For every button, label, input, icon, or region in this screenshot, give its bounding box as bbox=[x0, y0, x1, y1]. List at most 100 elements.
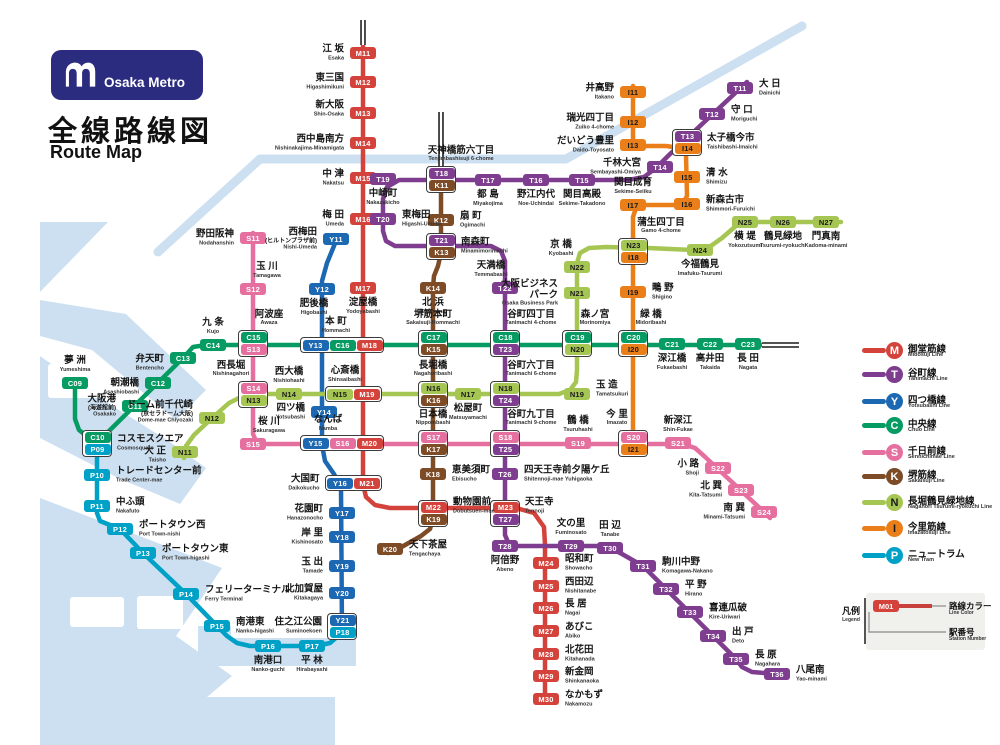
station-badge-M14[interactable]: M14 bbox=[350, 137, 376, 149]
station-badge-K12[interactable]: K12 bbox=[428, 214, 454, 226]
station-badge-N16[interactable]: N16 bbox=[420, 383, 447, 394]
station-badge-M23[interactable]: M23 bbox=[492, 502, 519, 513]
station-badge-C12[interactable]: C12 bbox=[145, 377, 171, 389]
station-badge-M24[interactable]: M24 bbox=[533, 557, 559, 569]
station-badge-N13[interactable]: N13 bbox=[240, 395, 267, 406]
station-badge-N25[interactable]: N25 bbox=[732, 216, 758, 228]
station-badge-N15[interactable]: N15 bbox=[327, 388, 353, 400]
station-badge-Y16[interactable]: Y16 bbox=[327, 477, 353, 489]
station-badge-C09[interactable]: C09 bbox=[62, 377, 88, 389]
station-badge-K11[interactable]: K11 bbox=[428, 180, 455, 191]
station-badge-T32[interactable]: T32 bbox=[653, 583, 679, 595]
station-badge-C15[interactable]: C15 bbox=[240, 332, 267, 343]
station-badge-N19[interactable]: N19 bbox=[564, 388, 590, 400]
station-badge-T34[interactable]: T34 bbox=[700, 630, 726, 642]
station-badge-T11[interactable]: T11 bbox=[727, 82, 753, 94]
station-badge-Y13[interactable]: Y13 bbox=[302, 339, 329, 351]
station-badge-S18[interactable]: S18 bbox=[492, 432, 519, 443]
station-badge-K14[interactable]: K14 bbox=[420, 282, 446, 294]
station-badge-I13[interactable]: I13 bbox=[620, 139, 646, 151]
station-badge-M17[interactable]: M17 bbox=[350, 282, 376, 294]
station-badge-M26[interactable]: M26 bbox=[533, 602, 559, 614]
station-badge-Y17[interactable]: Y17 bbox=[329, 507, 355, 519]
station-badge-N23[interactable]: N23 bbox=[620, 240, 647, 251]
station-badge-C14[interactable]: C14 bbox=[200, 339, 226, 351]
station-badge-P09[interactable]: P09 bbox=[84, 444, 111, 455]
station-badge-I17[interactable]: I17 bbox=[620, 199, 646, 211]
station-badge-Y11[interactable]: Y11 bbox=[323, 233, 349, 245]
station-badge-S21[interactable]: S21 bbox=[665, 437, 691, 449]
station-badge-T15[interactable]: T15 bbox=[569, 174, 595, 186]
station-badge-P17[interactable]: P17 bbox=[299, 640, 325, 652]
station-badge-S17[interactable]: S17 bbox=[420, 432, 447, 443]
station-badge-N17[interactable]: N17 bbox=[455, 388, 481, 400]
station-badge-M13[interactable]: M13 bbox=[350, 107, 376, 119]
station-badge-T31[interactable]: T31 bbox=[630, 560, 656, 572]
station-badge-M16[interactable]: M16 bbox=[350, 213, 376, 225]
station-badge-K15[interactable]: K15 bbox=[420, 344, 447, 355]
station-badge-K18[interactable]: K18 bbox=[420, 468, 446, 480]
station-badge-M25[interactable]: M25 bbox=[533, 580, 559, 592]
station-badge-Y12[interactable]: Y12 bbox=[309, 283, 335, 295]
station-badge-T35[interactable]: T35 bbox=[723, 653, 749, 665]
station-badge-T33[interactable]: T33 bbox=[677, 606, 703, 618]
station-badge-M21[interactable]: M21 bbox=[354, 477, 380, 489]
station-badge-T26[interactable]: T26 bbox=[492, 468, 518, 480]
station-badge-T30[interactable]: T30 bbox=[597, 542, 623, 554]
station-badge-P16[interactable]: P16 bbox=[255, 640, 281, 652]
station-badge-T17[interactable]: T17 bbox=[475, 174, 501, 186]
station-badge-P13[interactable]: P13 bbox=[130, 547, 156, 559]
station-badge-P18[interactable]: P18 bbox=[329, 627, 356, 638]
station-badge-S16[interactable]: S16 bbox=[329, 437, 356, 449]
station-badge-M29[interactable]: M29 bbox=[533, 670, 559, 682]
station-badge-M11[interactable]: M11 bbox=[350, 47, 376, 59]
station-badge-Y15[interactable]: Y15 bbox=[302, 437, 329, 449]
station-badge-Y18[interactable]: Y18 bbox=[329, 531, 355, 543]
station-badge-T27[interactable]: T27 bbox=[492, 514, 519, 525]
station-badge-T13[interactable]: T13 bbox=[674, 131, 701, 142]
station-badge-I21[interactable]: I21 bbox=[620, 444, 647, 455]
station-badge-M30[interactable]: M30 bbox=[533, 693, 559, 705]
station-badge-T21[interactable]: T21 bbox=[428, 235, 455, 246]
station-badge-C18[interactable]: C18 bbox=[492, 332, 519, 343]
station-badge-Y21[interactable]: Y21 bbox=[329, 615, 356, 626]
station-badge-N27[interactable]: N27 bbox=[813, 216, 839, 228]
station-badge-T19[interactable]: T19 bbox=[370, 173, 396, 185]
station-badge-I20[interactable]: I20 bbox=[620, 344, 647, 355]
station-badge-T16[interactable]: T16 bbox=[523, 174, 549, 186]
station-badge-M18[interactable]: M18 bbox=[356, 339, 383, 351]
station-badge-I19[interactable]: I19 bbox=[620, 286, 646, 298]
station-badge-N24[interactable]: N24 bbox=[687, 244, 713, 256]
station-badge-S23[interactable]: S23 bbox=[728, 484, 754, 496]
station-badge-C22[interactable]: C22 bbox=[697, 338, 723, 350]
station-badge-P11[interactable]: P11 bbox=[84, 500, 110, 512]
station-badge-S24[interactable]: S24 bbox=[751, 506, 777, 518]
station-badge-M27[interactable]: M27 bbox=[533, 625, 559, 637]
station-badge-S15[interactable]: S15 bbox=[240, 438, 266, 450]
station-badge-K17[interactable]: K17 bbox=[420, 444, 447, 455]
station-badge-S14[interactable]: S14 bbox=[240, 383, 267, 394]
station-badge-C19[interactable]: C19 bbox=[564, 332, 591, 343]
station-badge-M12[interactable]: M12 bbox=[350, 76, 376, 88]
station-badge-N26[interactable]: N26 bbox=[770, 216, 796, 228]
station-badge-M22[interactable]: M22 bbox=[420, 502, 447, 513]
station-badge-S13[interactable]: S13 bbox=[240, 344, 267, 355]
station-badge-S22[interactable]: S22 bbox=[705, 462, 731, 474]
station-badge-M19[interactable]: M19 bbox=[354, 388, 380, 400]
station-badge-I16[interactable]: I16 bbox=[674, 198, 700, 210]
station-badge-T24[interactable]: T24 bbox=[492, 395, 519, 406]
